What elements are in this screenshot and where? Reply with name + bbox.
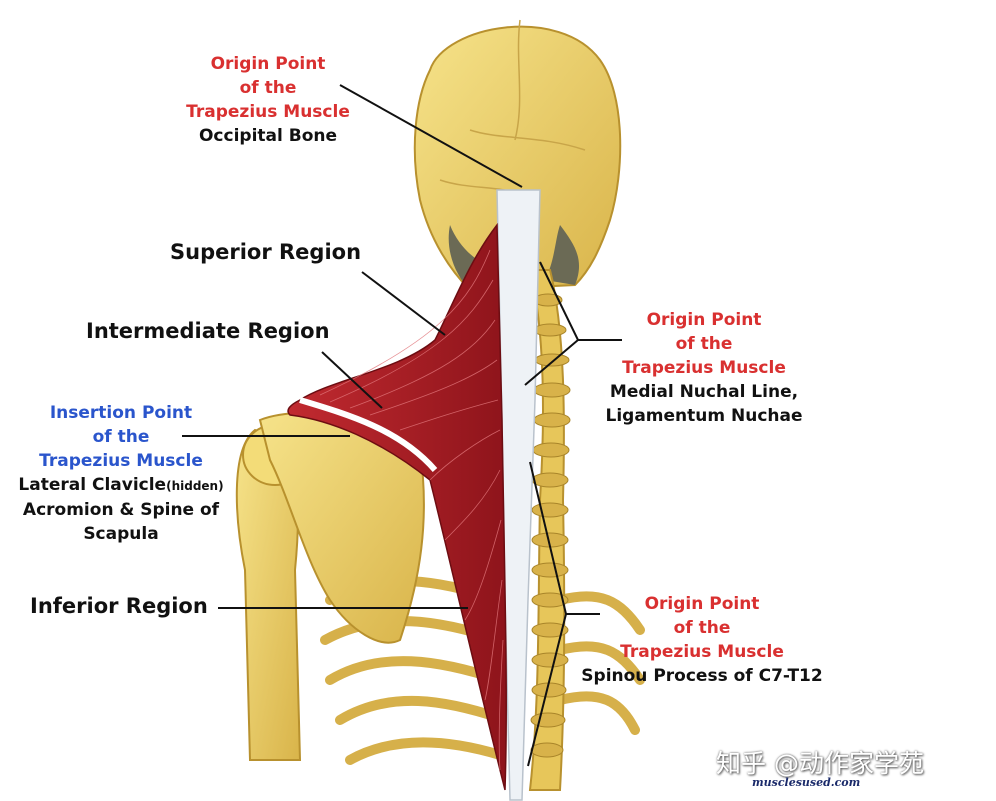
zhihu-watermark: 知乎 @动作家学苑 [716,749,924,778]
label-origin-spinous-line2: of the [673,618,731,638]
label-origin-spinous: Origin Point of the Trapezius Muscle Spi… [576,592,828,688]
label-insertion-line2: of the [92,427,150,447]
leader-lines [182,84,622,767]
label-origin-spinous-detail1: Spinou Process of C7-T12 [581,666,823,686]
leader-intermediate [321,351,383,409]
label-insertion-detail1-small: (hidden) [166,479,224,493]
label-origin-spinous-line1: Origin Point [644,594,760,614]
label-origin-occipital-line1: Origin Point [210,54,326,74]
label-inferior-region: Inferior Region [30,594,208,618]
label-superior-region: Superior Region [170,240,362,264]
label-origin-occipital-line2: of the [239,78,297,98]
label-insertion-detail3: Scapula [83,524,159,544]
label-insertion-detail1-text: Lateral Clavicle [18,475,167,495]
trapezius-muscle [287,222,507,791]
label-insertion: Insertion Point of the Trapezius Muscle … [6,401,236,546]
label-origin-nuchal-line3: Trapezius Muscle [622,358,786,378]
label-origin-nuchal: Origin Point of the Trapezius Muscle Med… [598,308,810,428]
label-intermediate-region: Intermediate Region [86,319,330,343]
label-insertion-line1: Insertion Point [49,403,193,423]
label-origin-occipital-line3: Trapezius Muscle [186,102,350,122]
label-origin-nuchal-line2: of the [675,334,733,354]
label-origin-nuchal-detail1: Medial Nuchal Line, [609,382,799,402]
label-insertion-detail2: Acromion & Spine of [22,500,220,520]
leader-occipital [339,84,523,188]
musclesused-logo-text: musclesused.com [752,776,861,789]
label-origin-nuchal-detail2: Ligamentum Nuchae [605,406,803,426]
leader-spinous [527,461,600,767]
label-origin-occipital: Origin Point of the Trapezius Muscle Occ… [168,52,368,148]
leader-superior [361,271,446,336]
label-insertion-line3: Trapezius Muscle [39,451,203,471]
label-insertion-detail1: Lateral Clavicle(hidden) [6,473,236,498]
label-origin-occipital-detail: Occipital Bone [198,126,338,146]
leader-nuchal [524,261,622,386]
label-origin-nuchal-line1: Origin Point [646,310,762,330]
label-origin-spinous-line3: Trapezius Muscle [620,642,784,662]
